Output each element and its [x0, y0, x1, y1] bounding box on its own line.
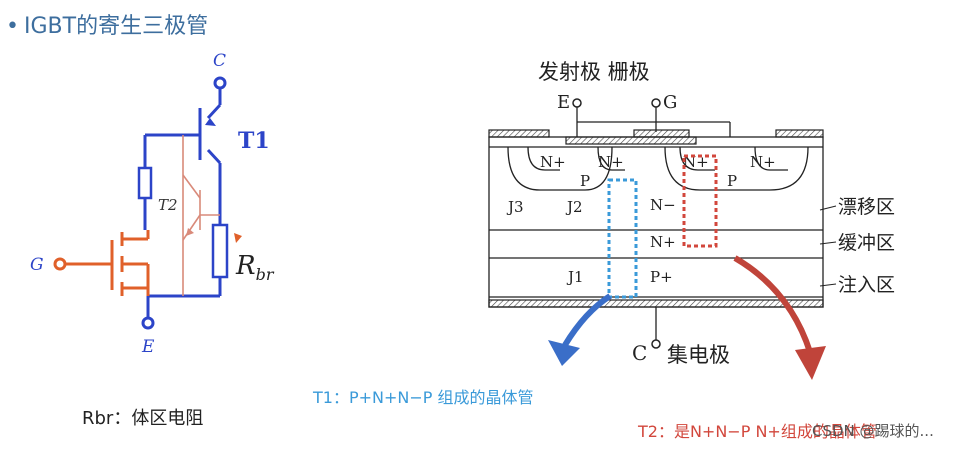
t2-highlight [682, 154, 718, 248]
p-right: P [727, 172, 737, 190]
watermark: CSDN @踢球的... [812, 422, 934, 440]
p-plus: P+ [650, 268, 673, 286]
n-minus: N− [650, 196, 676, 214]
emitter-terminal [141, 316, 155, 330]
j2-label: J2 [565, 198, 583, 216]
n-plus-2: N+ [598, 153, 624, 171]
collector-chinese-label: 集电极 [667, 343, 730, 367]
j1-label: J1 [566, 268, 584, 286]
bullet-icon: • [6, 14, 19, 39]
drift-label: 漂移区 [838, 196, 895, 218]
p-left: P [580, 172, 590, 190]
red-arrow [733, 255, 813, 353]
t1-note: T1：P+N+N−P 组成的晶体管 [313, 388, 534, 407]
emitter-gate-label: 发射极 栅极 [538, 60, 650, 84]
t2-note: T2：是N+N−P N+组成的晶体管 [638, 422, 877, 441]
gate-label: G [30, 255, 44, 275]
e-label: E [557, 92, 570, 113]
c-label: C [632, 341, 647, 365]
title-text: IGBT的寄生三极管 [24, 14, 209, 39]
page-title: •IGBT的寄生三极管 [6, 8, 208, 40]
rbr-label: Rbr [235, 251, 275, 284]
t1-highlight [607, 178, 638, 299]
n-plus-4: N+ [750, 153, 776, 171]
n-plus-3: N+ [683, 153, 709, 171]
rbr-resistor [211, 223, 229, 279]
blue-arrow [562, 293, 612, 347]
buffer-label: 缓冲区 [838, 232, 895, 254]
n-plus-buffer: N+ [650, 233, 676, 251]
igbt-cross-section: 发射极 栅极 E G [488, 60, 895, 380]
mosfet [53, 230, 150, 296]
emitter-label: E [141, 337, 155, 357]
t1-label: T1 [238, 128, 270, 154]
collector-label: C [213, 51, 226, 71]
n-plus-1: N+ [540, 153, 566, 171]
rbr-note: Rbr：体区电阻 [82, 408, 204, 429]
g-label: G [663, 92, 677, 113]
injection-label: 注入区 [838, 274, 895, 296]
j3-label: J3 [506, 198, 524, 216]
t2-label: T2 [158, 196, 178, 214]
t2-transistor [182, 135, 220, 296]
collector-terminal [213, 76, 227, 90]
